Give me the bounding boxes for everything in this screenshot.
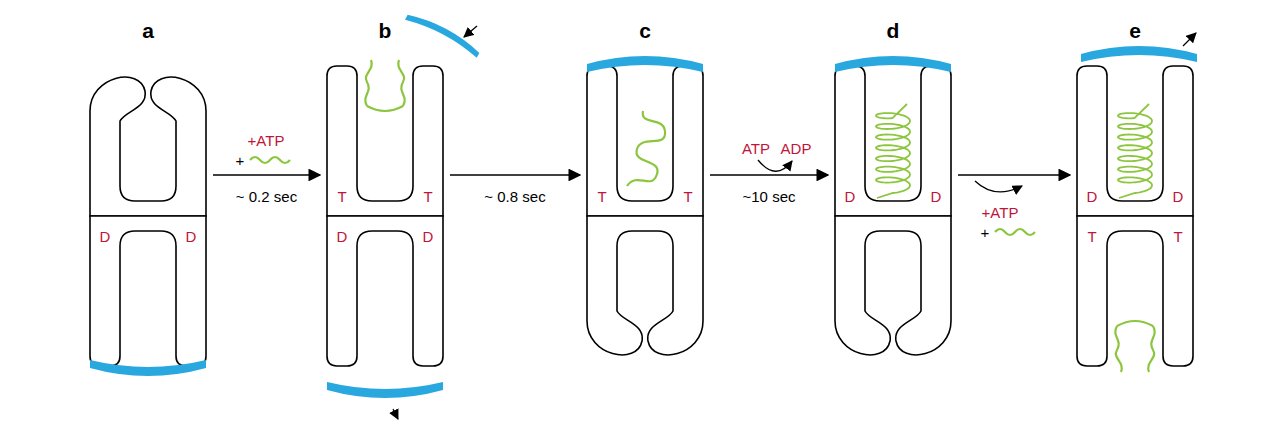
nucleotide-state: T xyxy=(683,189,692,204)
reaction-arrow xyxy=(450,174,580,176)
reaction-label: ATP xyxy=(740,140,772,157)
time-label: ~ 0.8 sec xyxy=(482,188,547,205)
panel-letter: a xyxy=(142,20,154,41)
folded-substrate xyxy=(1118,104,1152,198)
chaperonin-state: cTT xyxy=(587,66,703,366)
nucleotide-state: D xyxy=(100,229,111,244)
reaction-label: + xyxy=(979,224,992,241)
chaperonin-c xyxy=(587,56,703,355)
substrate xyxy=(995,229,1035,235)
panel-letter: d xyxy=(887,20,900,41)
curved-arrow xyxy=(758,160,792,171)
time-label: ~ 0.2 sec xyxy=(234,188,299,205)
nucleotide-state: D xyxy=(1173,189,1184,204)
chaperonin-e xyxy=(1077,33,1197,372)
reaction-arrow xyxy=(958,174,1070,176)
curved-arrow xyxy=(975,181,1022,192)
nucleotide-state: D xyxy=(186,229,197,244)
reaction-arrow xyxy=(213,174,320,176)
nucleotide-state: T xyxy=(597,189,606,204)
chaperonin-state: dDD xyxy=(835,66,951,366)
panel-letter: b xyxy=(379,20,392,41)
nucleotide-state: T xyxy=(1173,229,1182,244)
panel-letter: c xyxy=(639,20,651,41)
folded-substrate xyxy=(876,104,910,198)
nucleotide-state: D xyxy=(423,229,434,244)
reaction-arrow xyxy=(710,174,828,176)
nucleotide-state: D xyxy=(337,229,348,244)
reaction-label: +ATP xyxy=(980,204,1021,221)
chaperonin-b xyxy=(327,10,482,419)
chaperonin-state: aDD xyxy=(90,66,206,366)
chaperonin-a xyxy=(90,77,206,376)
nucleotide-state: T xyxy=(423,189,432,204)
time-label: ~10 sec xyxy=(741,188,798,205)
reaction-label: ADP xyxy=(779,140,814,157)
reaction-label: +ATP xyxy=(246,132,287,149)
reaction-label: + xyxy=(234,152,247,169)
chaperonin-state: bTTDD xyxy=(327,66,443,366)
nucleotide-state: T xyxy=(337,189,346,204)
nucleotide-state: D xyxy=(931,189,942,204)
nucleotide-state: D xyxy=(845,189,856,204)
panel-letter: e xyxy=(1129,20,1141,41)
nucleotide-state: T xyxy=(1087,229,1096,244)
substrate xyxy=(250,157,290,163)
nucleotide-state: D xyxy=(1087,189,1098,204)
chaperonin-state: eDDTT xyxy=(1077,66,1193,366)
chaperonin-d xyxy=(835,56,951,355)
